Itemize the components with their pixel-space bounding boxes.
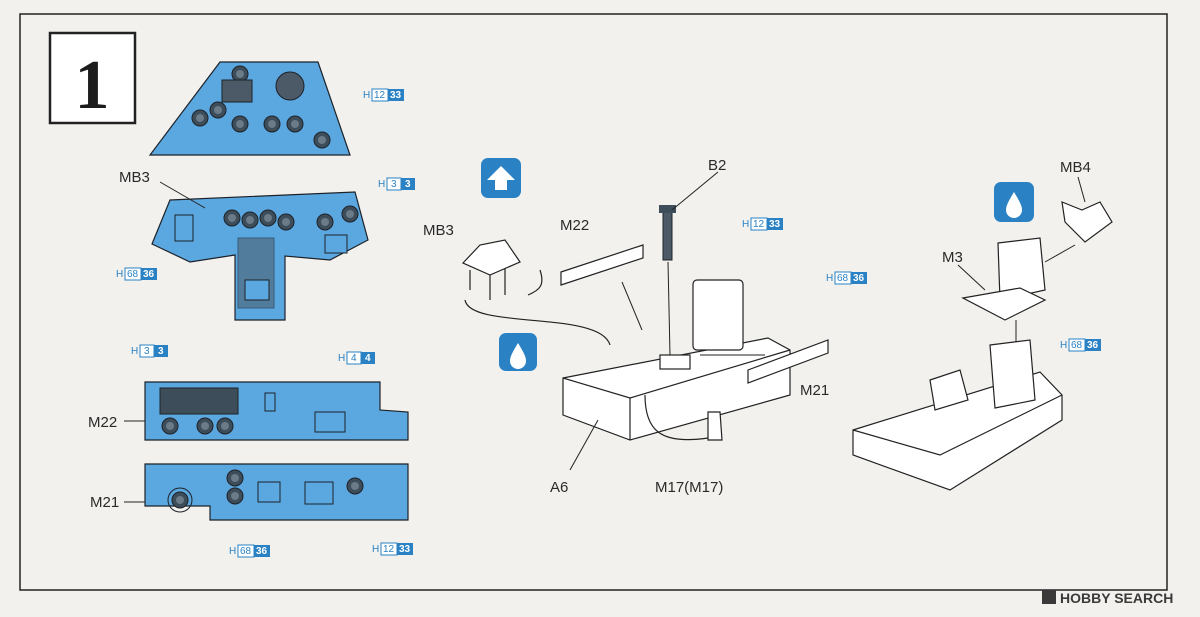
svg-text:33: 33 [769, 219, 781, 230]
svg-text:H: H [1060, 340, 1067, 351]
step-number-box: 1 [48, 31, 137, 125]
svg-text:36: 36 [853, 273, 865, 284]
label-m21-center: M21 [800, 382, 829, 399]
svg-text:4: 4 [351, 353, 357, 364]
label-mb3-left: MB3 [119, 169, 150, 186]
label-m17: M17(M17) [655, 479, 723, 496]
paint-code: H 68 36 [116, 267, 157, 281]
glue-drop-icon [499, 333, 537, 371]
b2-stick [659, 205, 676, 356]
leader-mb4 [1077, 176, 1086, 203]
label-m21-left: M21 [90, 494, 119, 511]
svg-text:3: 3 [158, 346, 164, 357]
glue-drop-icon [994, 182, 1034, 222]
side-panel-m21 [144, 463, 409, 521]
svg-text:H: H [363, 90, 370, 101]
label-b2: B2 [708, 157, 726, 174]
svg-text:12: 12 [383, 544, 395, 555]
leader-b2 [671, 171, 719, 211]
svg-text:H: H [742, 219, 749, 230]
label-mb3-center: MB3 [423, 222, 454, 239]
leader-m22-center [621, 281, 643, 331]
svg-text:12: 12 [374, 90, 386, 101]
flip-over-icon [481, 158, 521, 198]
step-number: 1 [75, 47, 110, 124]
svg-text:12: 12 [753, 219, 765, 230]
cockpit-tub-a6 [562, 279, 791, 441]
svg-text:33: 33 [399, 544, 411, 555]
svg-text:H: H [826, 273, 833, 284]
svg-text:33: 33 [390, 90, 402, 101]
svg-text:68: 68 [1071, 340, 1083, 351]
paint-code: H 12 33 [372, 542, 413, 556]
mb4-bracket [1061, 201, 1113, 243]
svg-text:H: H [372, 544, 379, 555]
label-mb4: MB4 [1060, 159, 1091, 176]
paint-code: H 12 33 [363, 88, 404, 102]
svg-text:4: 4 [365, 353, 371, 364]
svg-text:H: H [338, 353, 345, 364]
svg-text:H: H [116, 269, 123, 280]
svg-text:H: H [229, 546, 236, 557]
label-m22-center: M22 [560, 217, 589, 234]
svg-text:36: 36 [256, 546, 268, 557]
leader-m3 [957, 264, 986, 291]
instrument-panel-upper [148, 61, 351, 156]
svg-text:H: H [378, 179, 385, 190]
svg-text:H: H [131, 346, 138, 357]
svg-text:3: 3 [144, 346, 150, 357]
paint-code: H 4 4 [338, 351, 375, 365]
svg-text:68: 68 [837, 273, 849, 284]
m21-plate [747, 339, 829, 384]
paint-code: H 68 36 [1060, 338, 1101, 352]
mb3-bracket [461, 239, 611, 346]
svg-text:3: 3 [391, 179, 397, 190]
watermark: HOBBY SEARCH [1042, 590, 1173, 606]
label-a6: A6 [550, 479, 568, 496]
instruction-frame [19, 13, 1168, 591]
svg-text:HOBBY SEARCH: HOBBY SEARCH [1060, 590, 1173, 606]
paint-code: H 68 36 [229, 544, 270, 558]
leader-a6 [569, 419, 599, 471]
label-m3: M3 [942, 249, 963, 266]
svg-text:36: 36 [1087, 340, 1099, 351]
paint-code: H 12 33 [742, 217, 783, 231]
paint-code: H 68 36 [826, 271, 867, 285]
label-m22-left: M22 [88, 414, 117, 431]
side-panel-m22 [144, 381, 409, 441]
svg-text:68: 68 [127, 269, 139, 280]
cockpit-tub-assembled [852, 339, 1063, 491]
paint-code: H 3 3 [131, 344, 168, 358]
svg-text:68: 68 [240, 546, 252, 557]
seat-m3 [961, 237, 1047, 321]
paint-code: H 3 3 [378, 177, 415, 191]
m17-pedal [644, 394, 723, 441]
arrow-mb4 [1044, 244, 1076, 263]
svg-text:3: 3 [405, 179, 411, 190]
instrument-panel-lower [151, 191, 369, 321]
m22-plate [560, 244, 644, 286]
svg-text:36: 36 [143, 269, 155, 280]
leader-mb3-left [159, 181, 206, 209]
